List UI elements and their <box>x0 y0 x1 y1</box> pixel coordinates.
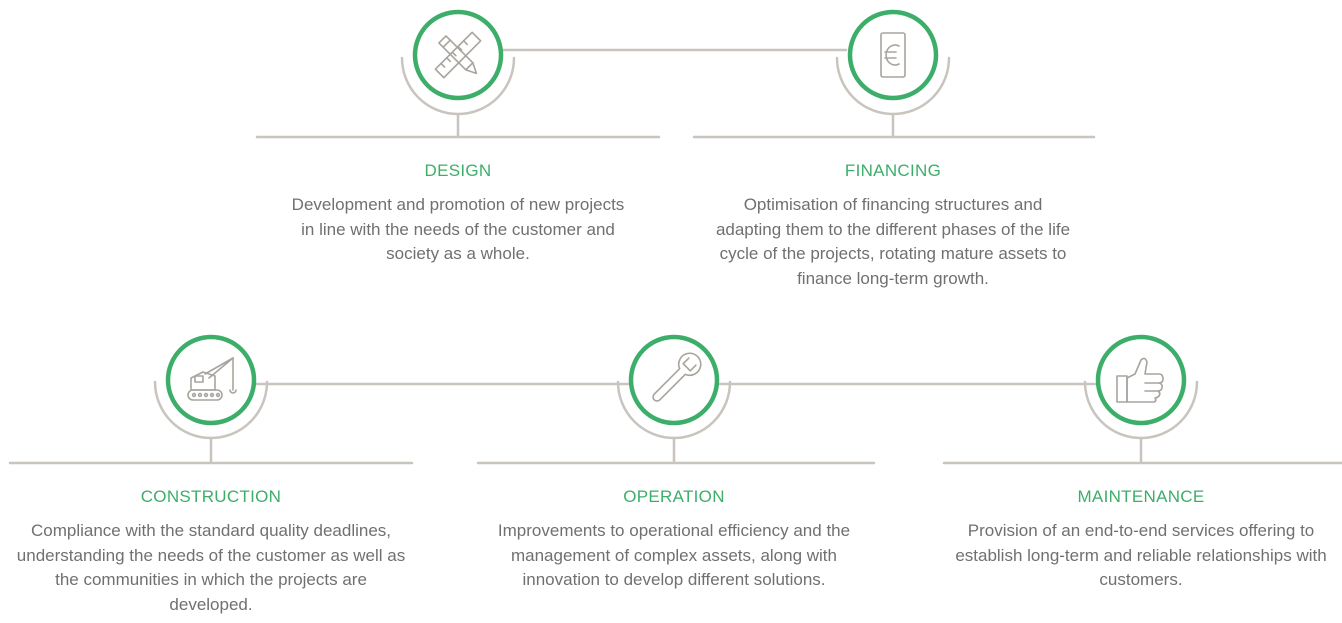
stage-design: DESIGN Development and promotion of new … <box>248 161 668 267</box>
stage-maintenance: MAINTENANCE Provision of an end-to-end s… <box>931 487 1342 593</box>
stage-title: DESIGN <box>424 161 492 180</box>
stage-title: CONSTRUCTION <box>140 487 282 506</box>
stage-description: Optimisation of financing structures and… <box>715 195 1071 288</box>
stage-description: Provision of an end-to-end services offe… <box>955 521 1327 589</box>
stage-description: Development and promotion of new project… <box>291 195 625 263</box>
stage-title: OPERATION <box>623 487 725 506</box>
thumbs-up-icon <box>1116 357 1164 403</box>
stage-description: Improvements to operational efficiency a… <box>497 521 851 589</box>
wrench-icon <box>652 352 702 402</box>
ring-financing <box>847 9 939 101</box>
stage-title: MAINTENANCE <box>1077 487 1205 506</box>
stage-construction: CONSTRUCTION Compliance with the standar… <box>1 487 421 617</box>
euro-banknote-icon <box>880 32 906 78</box>
ring-maintenance <box>1095 334 1187 426</box>
ring-design <box>412 9 504 101</box>
ring-operation <box>628 334 720 426</box>
crane-icon <box>187 357 237 401</box>
stage-financing: FINANCING Optimisation of financing stru… <box>683 161 1103 291</box>
ring-construction <box>165 334 257 426</box>
stage-title: FINANCING <box>844 161 942 180</box>
stage-operation: OPERATION Improvements to operational ef… <box>464 487 884 593</box>
stage-description: Compliance with the standard quality dea… <box>16 521 406 614</box>
pencil-ruler-icon <box>434 31 482 79</box>
